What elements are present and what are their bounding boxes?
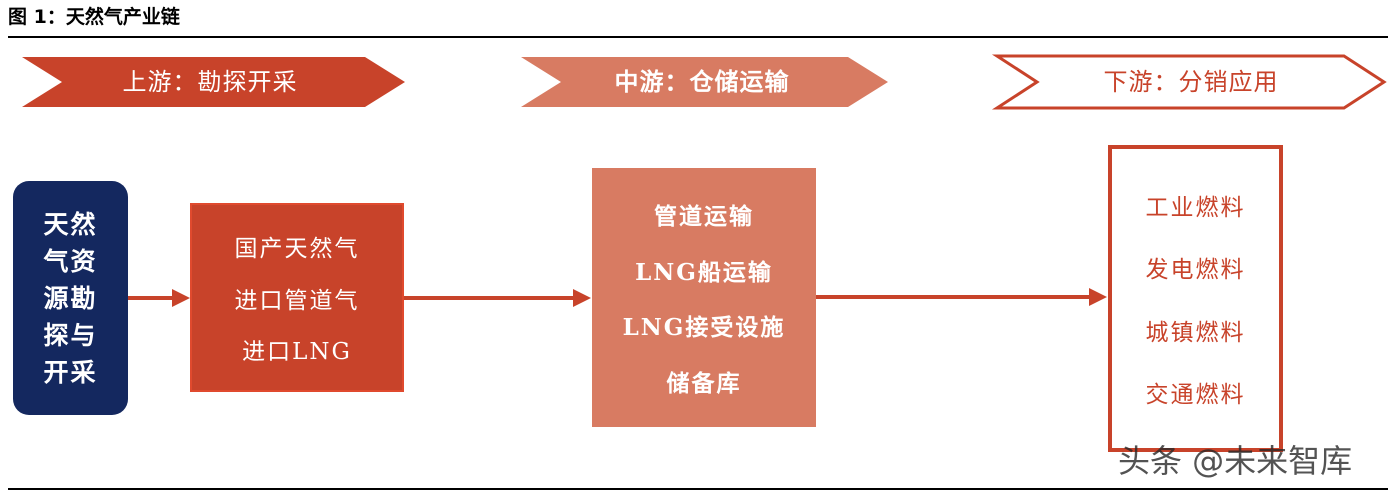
top-rule bbox=[8, 36, 1388, 38]
use-item-transport: 交通燃料 bbox=[1145, 382, 1246, 409]
gas-supply-box: 国产天然气 进口管道气 进口LNG bbox=[190, 203, 404, 392]
transport-item-storage: 储备库 bbox=[666, 369, 742, 397]
bottom-rule bbox=[8, 488, 1388, 490]
figure-title: 图 1：天然气产业链 bbox=[8, 6, 180, 28]
arrow-resource-to-supply bbox=[128, 289, 190, 307]
storage-transport-box: 管道运输 LNG船运输 LNG接受设施 储备库 bbox=[592, 168, 816, 427]
midstream-chevron bbox=[521, 57, 888, 107]
arrow-transport-to-use bbox=[816, 288, 1107, 306]
arrow-supply-to-transport bbox=[404, 289, 591, 307]
supply-item-lng-import: 进口LNG bbox=[242, 339, 352, 366]
supply-item-pipeline-import: 进口管道气 bbox=[234, 287, 360, 314]
end-use-box: 工业燃料 发电燃料 城镇燃料 交通燃料 bbox=[1108, 145, 1283, 452]
watermark: 头条 @未来智库 bbox=[1118, 442, 1353, 480]
resource-exploration-label: 天然气资源勘探与开采 bbox=[43, 209, 98, 387]
upstream-chevron bbox=[22, 57, 405, 107]
resource-exploration-box: 天然气资源勘探与开采 bbox=[13, 181, 128, 415]
supply-item-domestic: 国产天然气 bbox=[234, 235, 360, 262]
midstream-stage-label: 中游：仓储运输 bbox=[614, 67, 790, 96]
transport-item-pipeline: 管道运输 bbox=[654, 203, 754, 231]
use-item-power: 发电燃料 bbox=[1145, 257, 1246, 284]
transport-item-lng-ship: LNG船运输 bbox=[635, 258, 773, 286]
use-item-urban: 城镇燃料 bbox=[1145, 319, 1246, 346]
transport-item-lng-terminal: LNG接受设施 bbox=[622, 314, 786, 342]
downstream-chevron bbox=[991, 54, 1387, 110]
upstream-stage-label: 上游：勘探开采 bbox=[122, 68, 298, 96]
use-item-industrial: 工业燃料 bbox=[1145, 194, 1246, 221]
downstream-stage-label: 下游：分销应用 bbox=[1103, 68, 1279, 96]
